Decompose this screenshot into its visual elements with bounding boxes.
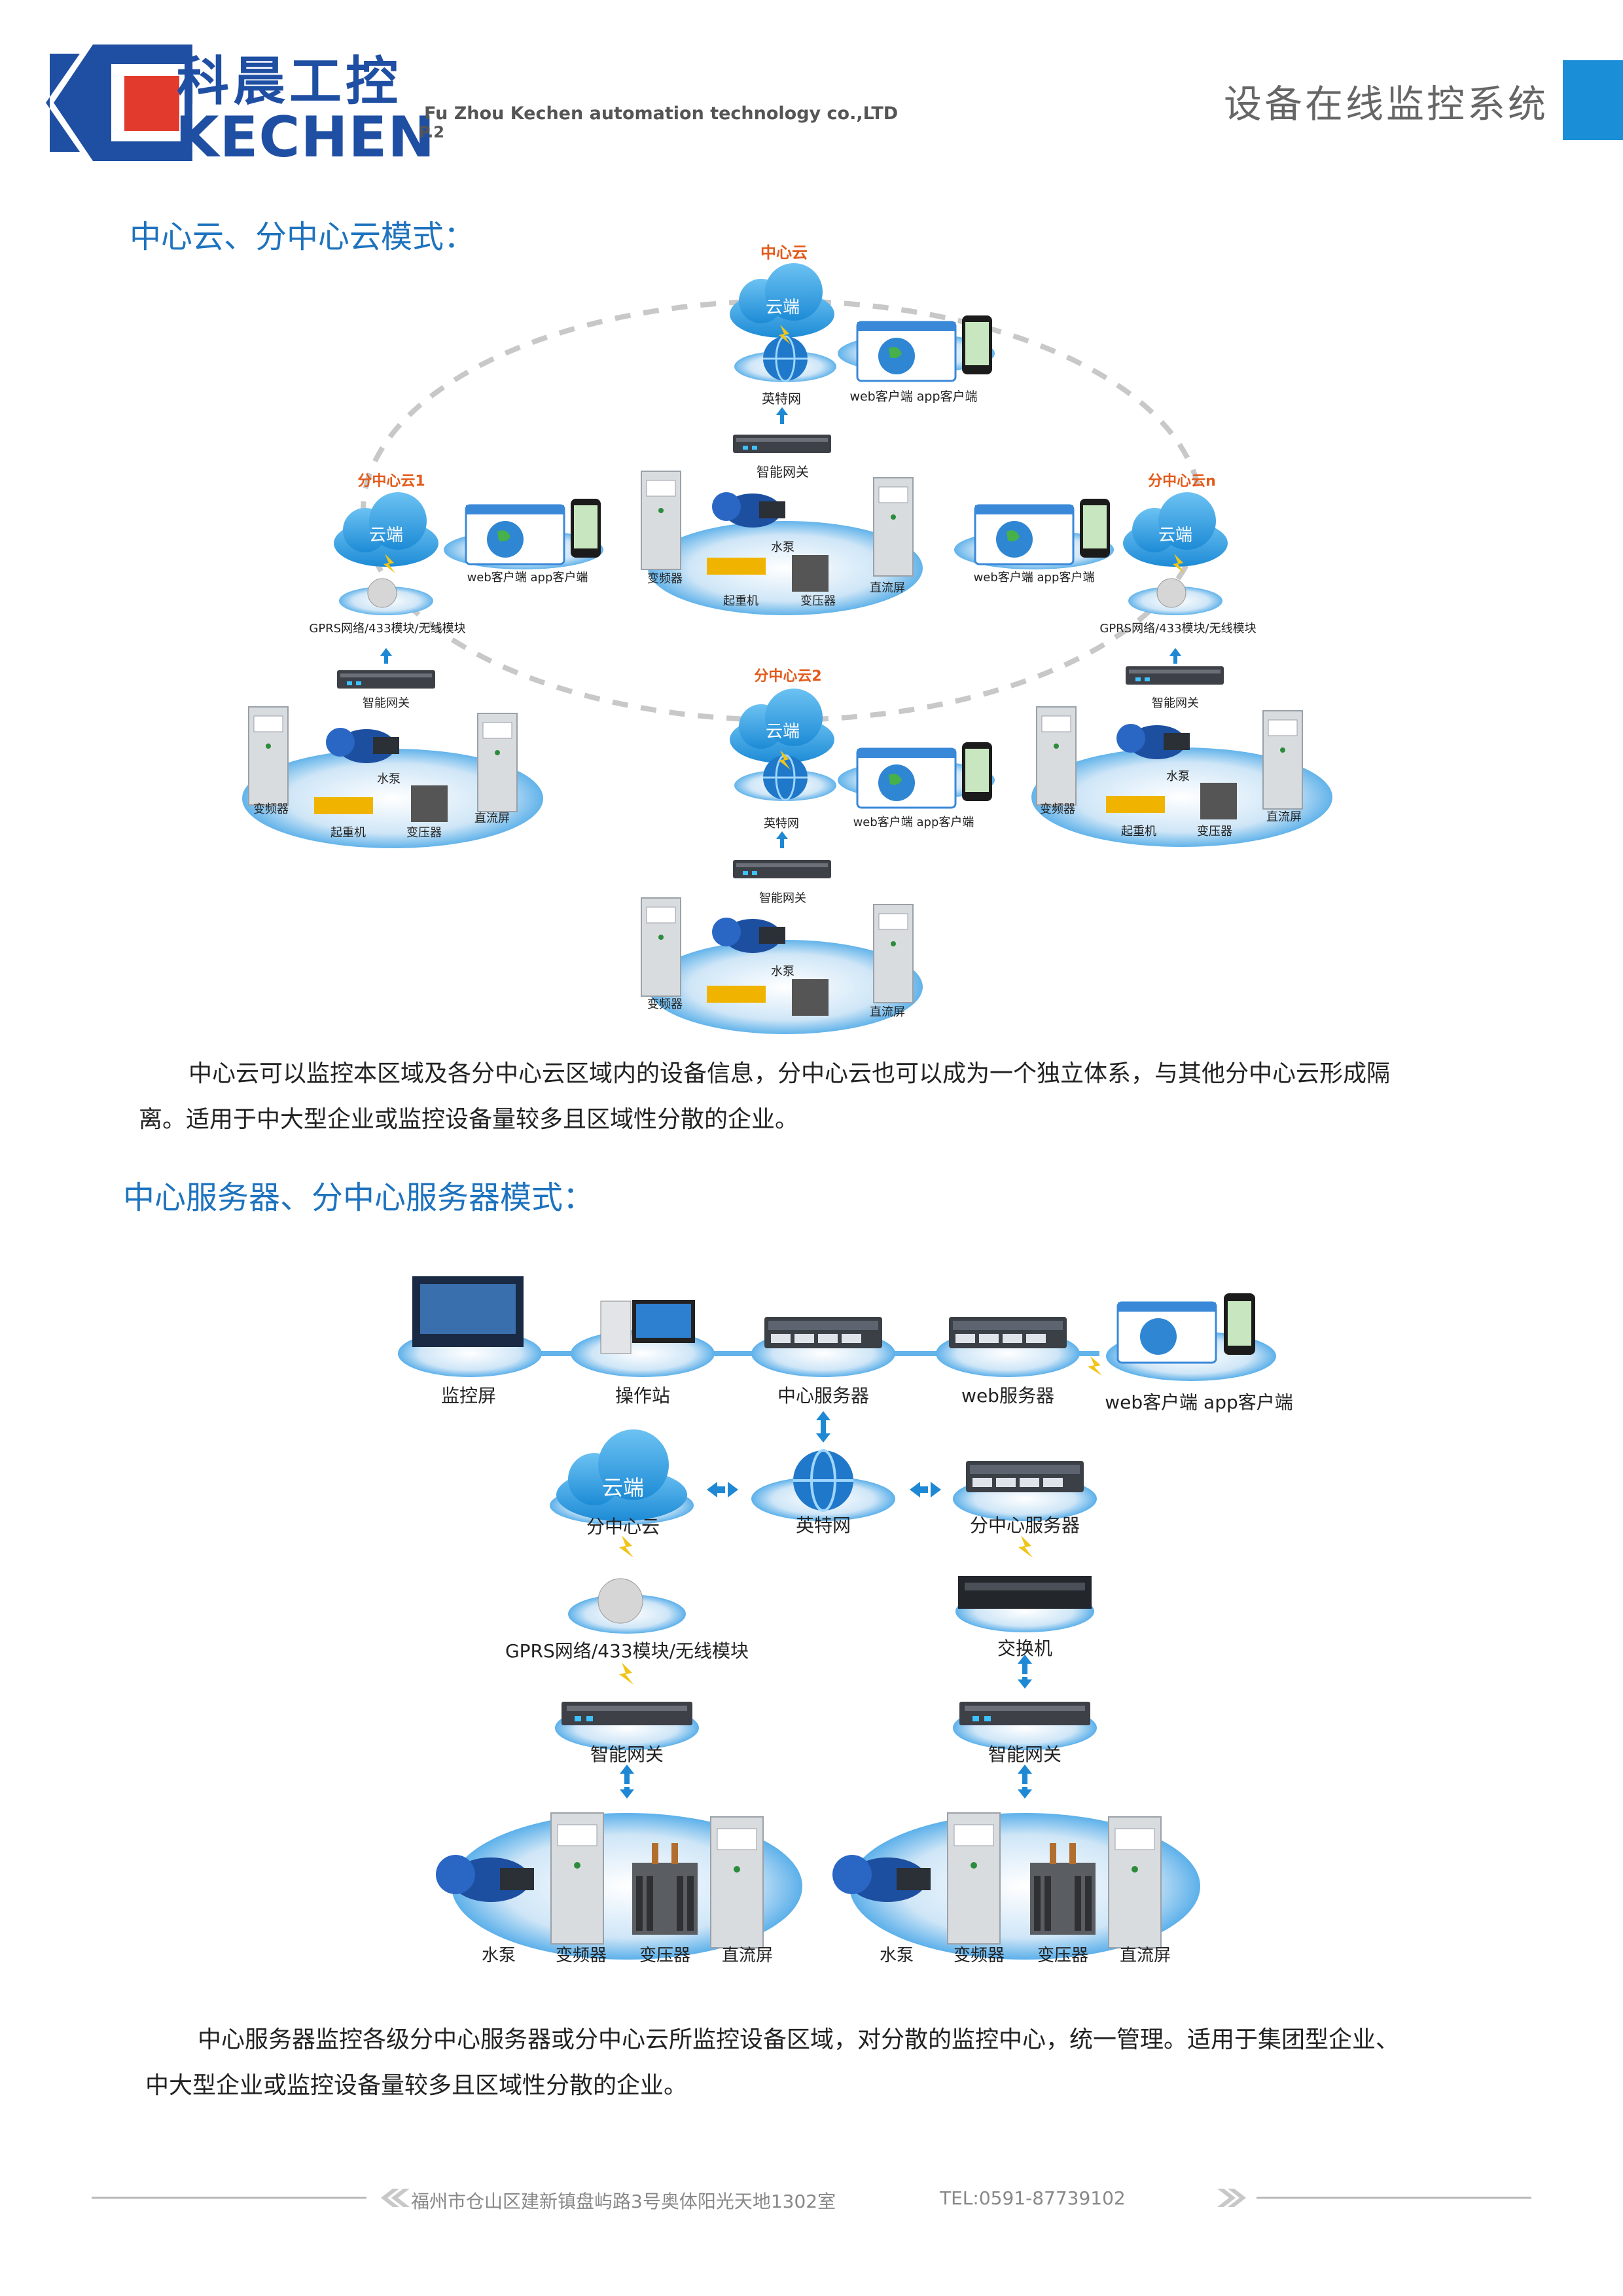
- svg-text:web客户端 app客户端: web客户端 app客户端: [974, 571, 1095, 584]
- svg-text:直流屏: 直流屏: [1120, 1946, 1171, 1965]
- svg-text:水泵: 水泵: [771, 541, 794, 554]
- clients-label: web客户端 app客户端: [1105, 1391, 1293, 1413]
- sub1-label: 分中心云1: [357, 473, 425, 490]
- operator-station-label: 操作站: [615, 1385, 670, 1407]
- svg-text:水泵: 水泵: [880, 1946, 914, 1965]
- wireless-network-label: GPRS网络/433模块/无线模块: [505, 1640, 749, 1662]
- company-name-en: Fu Zhou Kechen automation technology co.…: [424, 103, 899, 124]
- gateway-left-icon: [562, 1702, 692, 1725]
- svg-text:变压器: 变压器: [1197, 825, 1232, 838]
- footer-rule: [92, 2189, 1531, 2207]
- center-server-label: 中心服务器: [777, 1385, 869, 1407]
- center-gateway-icon: [733, 435, 831, 453]
- section1-title: 中心云、分中心云模式：: [130, 219, 476, 255]
- cloud-topology-diagram: 中心云 云端 英特网 web客户端 app客户端 智能网关 变频器 水泵 起重机…: [242, 243, 1332, 1034]
- footer-tel: TEL:0591-87739102: [940, 2187, 1126, 2209]
- svg-text:变频器: 变频器: [647, 572, 683, 586]
- subn-gateway-icon: [1126, 666, 1224, 685]
- corner-accent-block: [1563, 60, 1623, 140]
- svg-text:水泵: 水泵: [482, 1946, 516, 1965]
- sub-server-label: 分中心服务器: [970, 1515, 1080, 1536]
- svg-text:直流屏: 直流屏: [474, 812, 510, 825]
- internet-globe-icon: [762, 335, 809, 382]
- center-server-icon: [764, 1317, 882, 1348]
- svg-text:GPRS网络/433模块/无线模块: GPRS网络/433模块/无线模块: [1099, 622, 1256, 636]
- section1-paragraph: 中心云可以监控本区域及各分中心云区域内的设备信息，分中心云也可以成为一个独立体系…: [139, 1060, 1391, 1133]
- svg-text:变频器: 变频器: [253, 802, 289, 816]
- section2-paragraph: 中心服务器监控各级分中心服务器或分中心云所监控设备区域，对分散的监控中心，统一管…: [145, 2026, 1400, 2099]
- cloud-text: 云端: [602, 1475, 644, 1500]
- center-cloud-text: 云端: [766, 298, 800, 317]
- brand-name-en: KECHEN: [175, 105, 436, 170]
- center-clients-label: web客户端 app客户端: [849, 389, 977, 404]
- svg-text:水泵: 水泵: [377, 772, 401, 786]
- svg-text:智能网关: 智能网关: [759, 891, 806, 905]
- svg-text:英特网: 英特网: [764, 817, 799, 831]
- svg-text:水泵: 水泵: [1166, 770, 1190, 783]
- svg-text:直流屏: 直流屏: [722, 1946, 773, 1965]
- footer-address: 福州市仓山区建新镇盘屿路3号奥体阳光天地1302室: [411, 2191, 836, 2212]
- svg-text:云端: 云端: [1158, 526, 1192, 545]
- svg-text:GPRS网络/433模块/无线模块: GPRS网络/433模块/无线模块: [309, 622, 465, 636]
- svg-text:变压器: 变压器: [1037, 1946, 1088, 1965]
- footer-chevron-right-icon: [1217, 2189, 1246, 2207]
- gateway-right-label: 智能网关: [988, 1744, 1061, 1765]
- sub2-gateway-icon: [733, 860, 831, 878]
- monitor-screen-label: 监控屏: [441, 1385, 496, 1407]
- svg-text:变频器: 变频器: [647, 997, 683, 1011]
- svg-text:直流屏: 直流屏: [870, 581, 905, 595]
- svg-text:web客户端 app客户端: web客户端 app客户端: [467, 571, 588, 584]
- internet-label: 英特网: [796, 1515, 851, 1536]
- sub-server-icon: [966, 1461, 1084, 1492]
- svg-text:变压器: 变压器: [800, 594, 836, 608]
- center-gateway-label: 智能网关: [757, 464, 809, 480]
- svg-text:变频器: 变频器: [954, 1946, 1005, 1965]
- footer-chevron-left-icon: [381, 2189, 410, 2207]
- svg-text:变压器: 变压器: [639, 1946, 690, 1965]
- center-cloud-label: 中心云: [760, 243, 808, 262]
- web-server-label: web服务器: [961, 1385, 1054, 1407]
- svg-text:web客户端 app客户端: web客户端 app客户端: [853, 816, 974, 829]
- svg-text:变频器: 变频器: [556, 1946, 607, 1965]
- web-server-icon: [949, 1317, 1067, 1348]
- section2-title: 中心服务器、分中心服务器模式：: [123, 1179, 595, 1216]
- kechen-logo-icon: [41, 45, 192, 161]
- svg-text:智能网关: 智能网关: [1152, 696, 1199, 710]
- svg-text:云端: 云端: [766, 722, 800, 742]
- svg-text:起重机: 起重机: [330, 826, 366, 840]
- system-title: 设备在线监控系统: [1224, 82, 1549, 126]
- svg-text:水泵: 水泵: [771, 965, 794, 978]
- sub2-client-icon: [856, 741, 993, 809]
- svg-text:云端: 云端: [369, 526, 403, 545]
- svg-text:变压器: 变压器: [406, 826, 442, 840]
- subn-label: 分中心云n: [1148, 473, 1216, 490]
- svg-text:变频器: 变频器: [1040, 802, 1075, 816]
- center-internet-label: 英特网: [762, 391, 801, 406]
- gateway-left-label: 智能网关: [590, 1744, 664, 1765]
- sub2-label: 分中心云2: [754, 668, 821, 685]
- switch-label: 交换机: [997, 1638, 1052, 1659]
- sub-cloud-label: 分中心云: [586, 1516, 660, 1537]
- sub1-gateway-icon: [337, 670, 435, 689]
- sub1-client-icon: [465, 497, 602, 565]
- brand-name-cn: 科晨工控: [177, 51, 402, 112]
- svg-text:智能网关: 智能网关: [363, 696, 410, 710]
- svg-text:起重机: 起重机: [723, 594, 758, 608]
- svg-text:直流屏: 直流屏: [870, 1005, 905, 1019]
- svg-text:起重机: 起重机: [1121, 825, 1156, 838]
- page-number: P.2: [419, 123, 444, 141]
- subn-client-icon: [974, 497, 1111, 565]
- svg-text:直流屏: 直流屏: [1266, 810, 1302, 824]
- server-topology-diagram: 监控屏 操作站 中心服务器 web服务器 web客户端 app客户端 云端: [398, 1276, 1293, 1965]
- center-client-icon: [856, 314, 993, 382]
- gateway-right-icon: [959, 1702, 1090, 1725]
